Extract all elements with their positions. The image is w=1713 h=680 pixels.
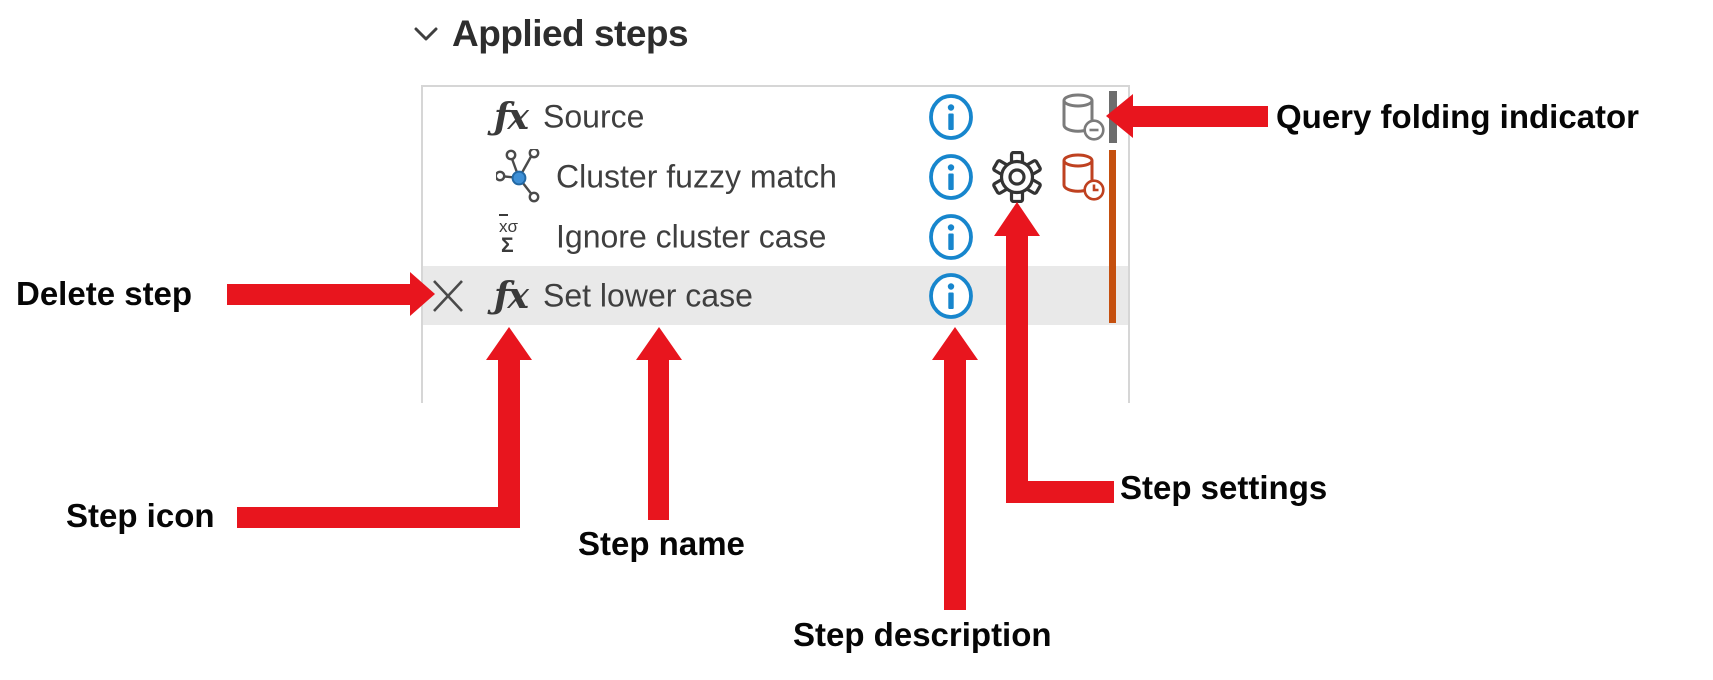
database-clock-icon[interactable] <box>1060 152 1106 202</box>
query-folding-indicator-label: Query folding indicator <box>1276 98 1640 135</box>
step-name-arrow-head <box>636 327 682 360</box>
fx-icon: ƒx <box>494 96 529 138</box>
query-folding-arrow-head <box>1106 94 1133 138</box>
applied-steps-title: Applied steps <box>452 13 689 54</box>
database-minus-icon[interactable] <box>1060 92 1106 142</box>
delete-step-arrow-head <box>410 272 435 316</box>
delete-x-icon[interactable] <box>431 276 465 316</box>
query-folding-indicator-orange-bar[interactable] <box>1109 150 1116 323</box>
gear-icon[interactable] <box>991 151 1043 203</box>
step-name-label: Step name <box>578 525 745 562</box>
step-name-text[interactable]: Cluster fuzzy match <box>556 158 837 195</box>
step-settings-arrow-shaft-vertical <box>1006 232 1028 503</box>
info-icon[interactable] <box>928 153 974 201</box>
step-icon-arrow-shaft-vertical <box>498 356 520 528</box>
step-row-cluster-fuzzy-match[interactable]: Cluster fuzzy match <box>423 147 1128 207</box>
step-name-arrow-shaft <box>648 356 669 520</box>
step-name-text[interactable]: Set lower case <box>543 277 753 313</box>
step-icon-label: Step icon <box>66 497 215 534</box>
step-settings-label: Step settings <box>1120 469 1328 506</box>
step-settings-arrow-shaft-horizontal <box>1006 481 1114 503</box>
cluster-icon <box>496 149 540 203</box>
info-icon[interactable] <box>928 213 974 261</box>
fx-icon: ƒx <box>494 274 529 317</box>
query-folding-arrow-shaft <box>1131 106 1268 127</box>
delete-step-label: Delete step <box>16 275 193 312</box>
chevron-down-icon[interactable] <box>414 25 438 43</box>
step-name-text[interactable]: Source <box>543 98 645 135</box>
step-description-arrow-head <box>932 327 978 360</box>
delete-step-arrow-shaft <box>227 284 411 305</box>
step-name-text[interactable]: Ignore cluster case <box>556 218 827 254</box>
step-icon-arrow-shaft-horizontal <box>237 507 520 528</box>
step-settings-arrow-head <box>994 202 1040 236</box>
applied-steps-header: Applied steps <box>414 12 689 56</box>
step-description-arrow-shaft <box>944 356 966 610</box>
step-description-label: Step description <box>793 616 1052 653</box>
info-icon[interactable] <box>928 272 974 320</box>
step-row-source[interactable]: ƒx Source <box>423 87 1128 147</box>
info-icon[interactable] <box>928 93 974 141</box>
step-icon-arrow-head <box>486 327 532 360</box>
